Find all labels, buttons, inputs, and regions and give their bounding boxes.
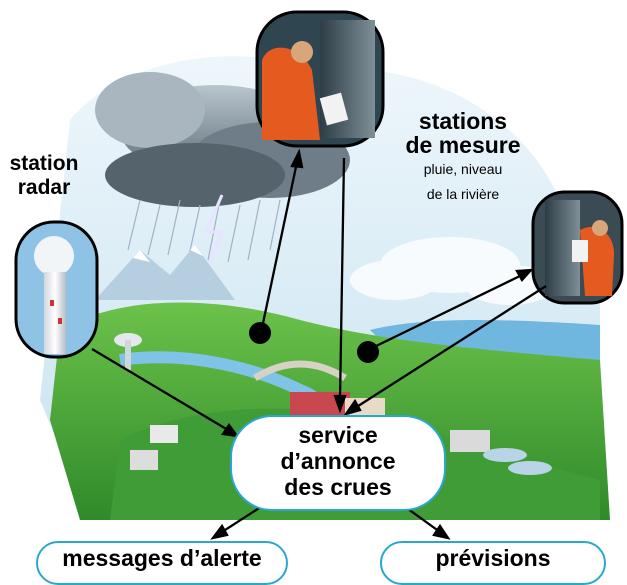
radar-station-image — [14, 220, 99, 359]
arrow-sensor-to-top-station — [260, 161, 299, 329]
flood-service-box — [230, 415, 446, 511]
arrow-top-station-to-service — [338, 157, 346, 401]
measurement-subtitle-2: de la rivière — [426, 186, 500, 202]
rain — [127, 199, 281, 263]
river-sensor-dot — [357, 341, 379, 363]
radar-station-label-2: radar — [17, 176, 71, 199]
measurement-stations-label: stations — [418, 108, 508, 134]
flood-service-label-3: des crues — [284, 474, 392, 500]
arrows — [91, 148, 547, 540]
bridge — [253, 360, 347, 381]
measurement-stations-label-2: de mesure — [405, 132, 521, 158]
arrow-right-station-to-service — [354, 285, 547, 409]
measurement-subtitle: pluie, niveau — [423, 161, 503, 177]
measurement-station-right-image — [531, 190, 624, 305]
rain-sensor-dot — [249, 322, 271, 344]
forecasts-label: prévisions — [435, 545, 551, 571]
arrow-river-sensor-to-right-station — [371, 273, 523, 350]
flood-service-label-2: d’annonce — [280, 448, 396, 474]
lightning — [198, 194, 225, 286]
water-tower — [114, 333, 142, 370]
flood-service-label: service — [298, 422, 378, 448]
arrow-radar-to-service — [91, 348, 229, 431]
measurement-station-top-image — [255, 10, 385, 148]
radar-station-label: station — [9, 152, 79, 175]
alert-messages-label: messages d’alerte — [62, 545, 262, 571]
mountains — [95, 245, 235, 300]
